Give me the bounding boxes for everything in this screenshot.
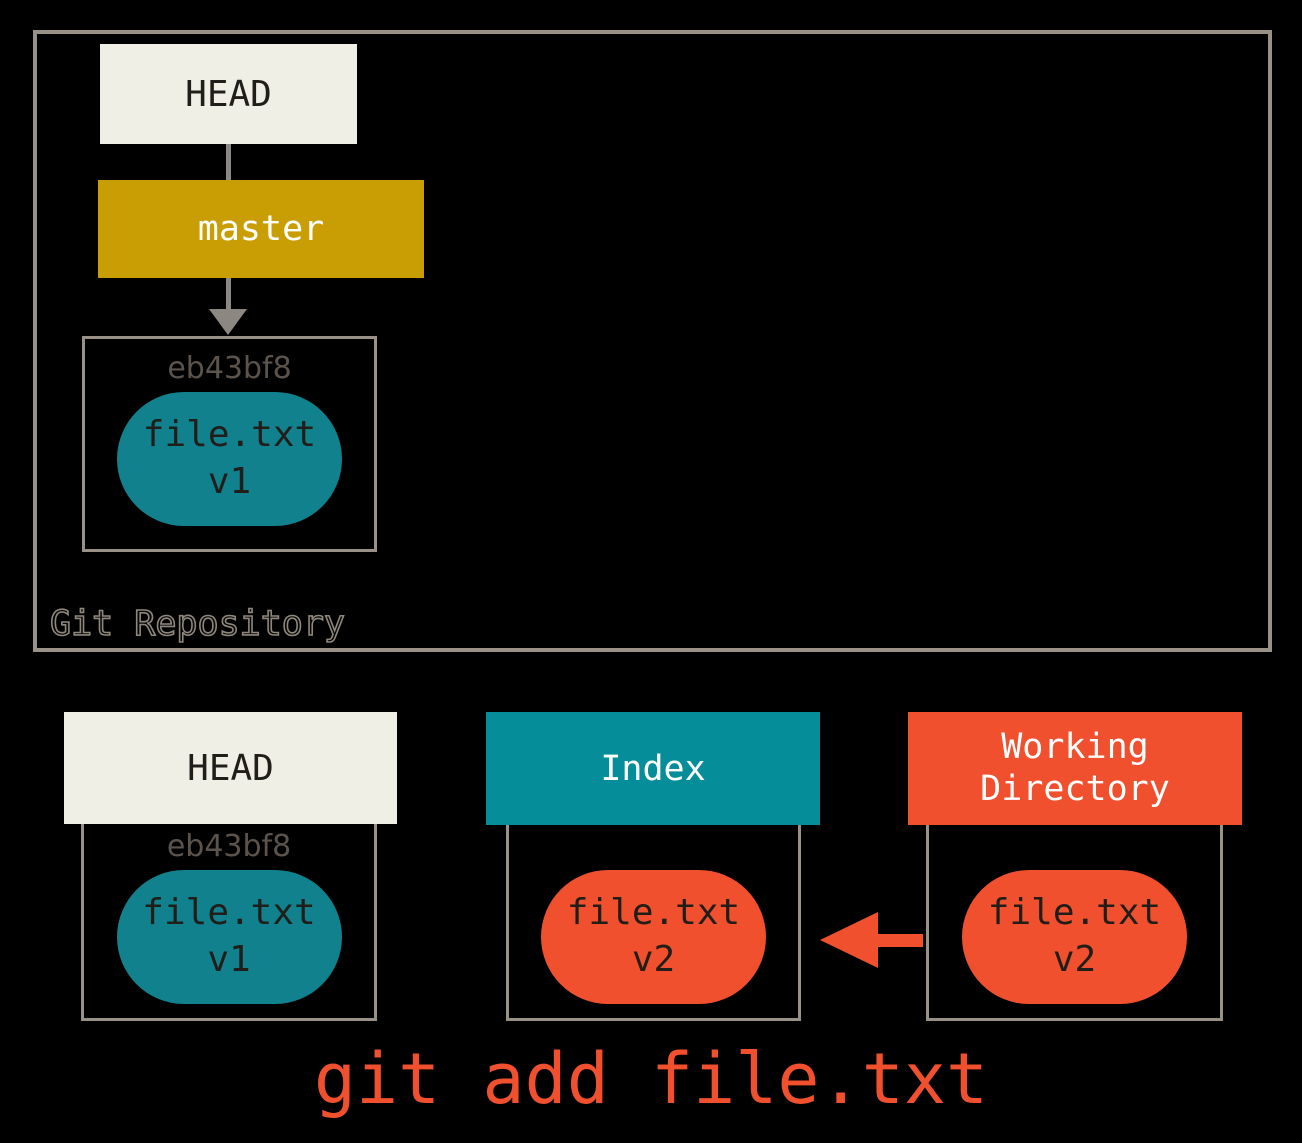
index-blob-version-label: v2 xyxy=(631,939,676,980)
repo-blob-version-label: v1 xyxy=(207,461,252,502)
repo-commit-box: eb43bf8 file.txt v1 xyxy=(82,336,377,552)
head-column-header-label: HEAD xyxy=(187,747,274,789)
head-blob-file-label: file.txt xyxy=(142,892,316,934)
head-column-box: eb43bf8 file.txt v1 xyxy=(81,824,377,1021)
head-to-master-connector xyxy=(226,144,231,180)
master-branch-box: master xyxy=(98,180,424,278)
master-branch-label: master xyxy=(197,209,325,249)
index-column-header-label: Index xyxy=(600,748,706,789)
arrow-left-icon xyxy=(820,912,878,968)
add-arrow-tail xyxy=(878,934,923,947)
repo-commit-hash: eb43bf8 xyxy=(167,351,292,386)
repo-head-label: HEAD xyxy=(185,73,272,115)
wd-blob-version-label: v2 xyxy=(1052,939,1097,980)
head-column-header: HEAD xyxy=(64,712,397,824)
index-column-blob: file.txt v2 xyxy=(541,870,766,1004)
repo-blob-file-label: file.txt xyxy=(142,414,317,456)
git-repository-box xyxy=(33,30,1272,652)
working-directory-column-header: Working Directory xyxy=(908,712,1242,825)
repo-head-box: HEAD xyxy=(100,44,357,144)
wd-blob-file-label: file.txt xyxy=(987,892,1162,934)
arrow-down-icon xyxy=(209,309,247,335)
head-column-blob: file.txt v1 xyxy=(116,870,342,1004)
working-directory-column-box: file.txt v2 xyxy=(926,825,1223,1021)
repo-commit-blob: file.txt v1 xyxy=(117,392,342,526)
git-add-caption: git add file.txt xyxy=(313,1038,989,1120)
index-blob-file-label: file.txt xyxy=(566,892,741,934)
index-column-box: file.txt v2 xyxy=(506,825,801,1021)
head-column-commit-hash: eb43bf8 xyxy=(166,829,292,864)
index-column-header: Index xyxy=(486,712,820,825)
working-directory-blob: file.txt v2 xyxy=(962,870,1187,1004)
git-repository-label: Git Repository xyxy=(49,603,346,645)
wd-column-header-label: Working Directory xyxy=(980,727,1170,809)
head-blob-version-label: v1 xyxy=(207,939,251,980)
master-to-commit-arrow-stem xyxy=(226,278,231,310)
